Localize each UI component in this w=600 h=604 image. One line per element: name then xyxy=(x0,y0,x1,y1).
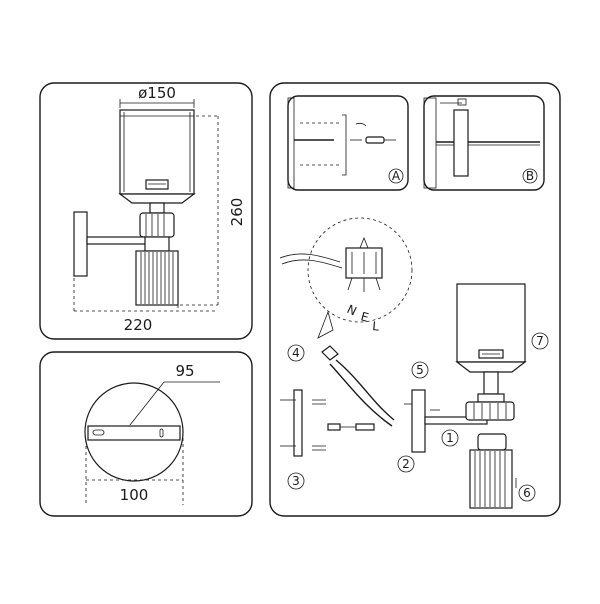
detail-b-label: B xyxy=(526,169,534,183)
step-marker-6 xyxy=(518,484,536,502)
step-marker-7 xyxy=(531,332,549,350)
mounting-bracket xyxy=(280,389,375,457)
mount-spacing-label: 95 xyxy=(175,362,194,380)
wire-letter-l: L xyxy=(372,319,380,334)
zoom-circle xyxy=(307,217,413,323)
coupling-ring xyxy=(139,212,175,238)
svg-text:4: 4 xyxy=(292,346,300,360)
panel-dimensions: ø150 260 220 xyxy=(39,82,253,340)
cable-2 xyxy=(329,363,393,427)
wire-connector xyxy=(321,345,339,361)
svg-text:7: 7 xyxy=(536,334,544,348)
wall-plate xyxy=(73,211,88,277)
shade-bottom-ring xyxy=(118,193,196,204)
wire-letter-n: N xyxy=(345,302,359,318)
detail-a: A xyxy=(287,95,409,191)
assembled-lamp xyxy=(455,283,527,509)
panel-base: 95 100 xyxy=(39,351,253,517)
wire-letter-e: E xyxy=(359,309,370,324)
step-marker-4 xyxy=(287,344,305,362)
screw-icon xyxy=(327,423,341,431)
wiring-detail: N E L xyxy=(279,217,413,339)
assembled-shade xyxy=(456,283,526,363)
bracket-profile xyxy=(453,109,469,177)
diameter-label: ø150 xyxy=(138,84,176,102)
panel-base-frame xyxy=(39,351,253,517)
cable-assembly xyxy=(321,345,395,427)
svg-text:2: 2 xyxy=(402,457,410,471)
mounting-bar xyxy=(87,425,181,441)
assembly-wall-plate xyxy=(411,389,426,453)
detail-a-label: A xyxy=(392,169,401,183)
height-label: 260 xyxy=(228,198,246,227)
bracket-plate xyxy=(293,389,303,457)
panel-installation: A B N E L xyxy=(269,82,561,517)
svg-text:3: 3 xyxy=(292,474,300,488)
bulb-socket xyxy=(145,179,169,190)
panel-dimensions-frame xyxy=(39,82,253,340)
step-markers: 1 2 3 4 5 6 7 xyxy=(287,332,549,502)
svg-text:1: 1 xyxy=(446,431,454,445)
svg-text:5: 5 xyxy=(416,363,424,377)
step-marker-2 xyxy=(397,455,415,473)
step-marker-1 xyxy=(441,429,459,447)
step-marker-5 xyxy=(411,361,429,379)
assembled-fluted-body xyxy=(469,449,513,509)
step-marker-3 xyxy=(287,472,305,490)
screwdriver-icon xyxy=(365,136,385,144)
cable-1 xyxy=(335,359,395,421)
base-width-label: 100 xyxy=(120,486,149,504)
wall-arm xyxy=(86,236,148,245)
svg-text:6: 6 xyxy=(523,486,531,500)
mounting-slot-left xyxy=(92,429,105,436)
panel-installation-frame xyxy=(269,82,561,517)
wall-plug-icon xyxy=(312,399,326,405)
assembly-arm xyxy=(404,389,488,453)
detail-b: B xyxy=(423,95,545,191)
projection-label: 220 xyxy=(124,316,153,334)
mounting-slot-right xyxy=(159,428,164,438)
